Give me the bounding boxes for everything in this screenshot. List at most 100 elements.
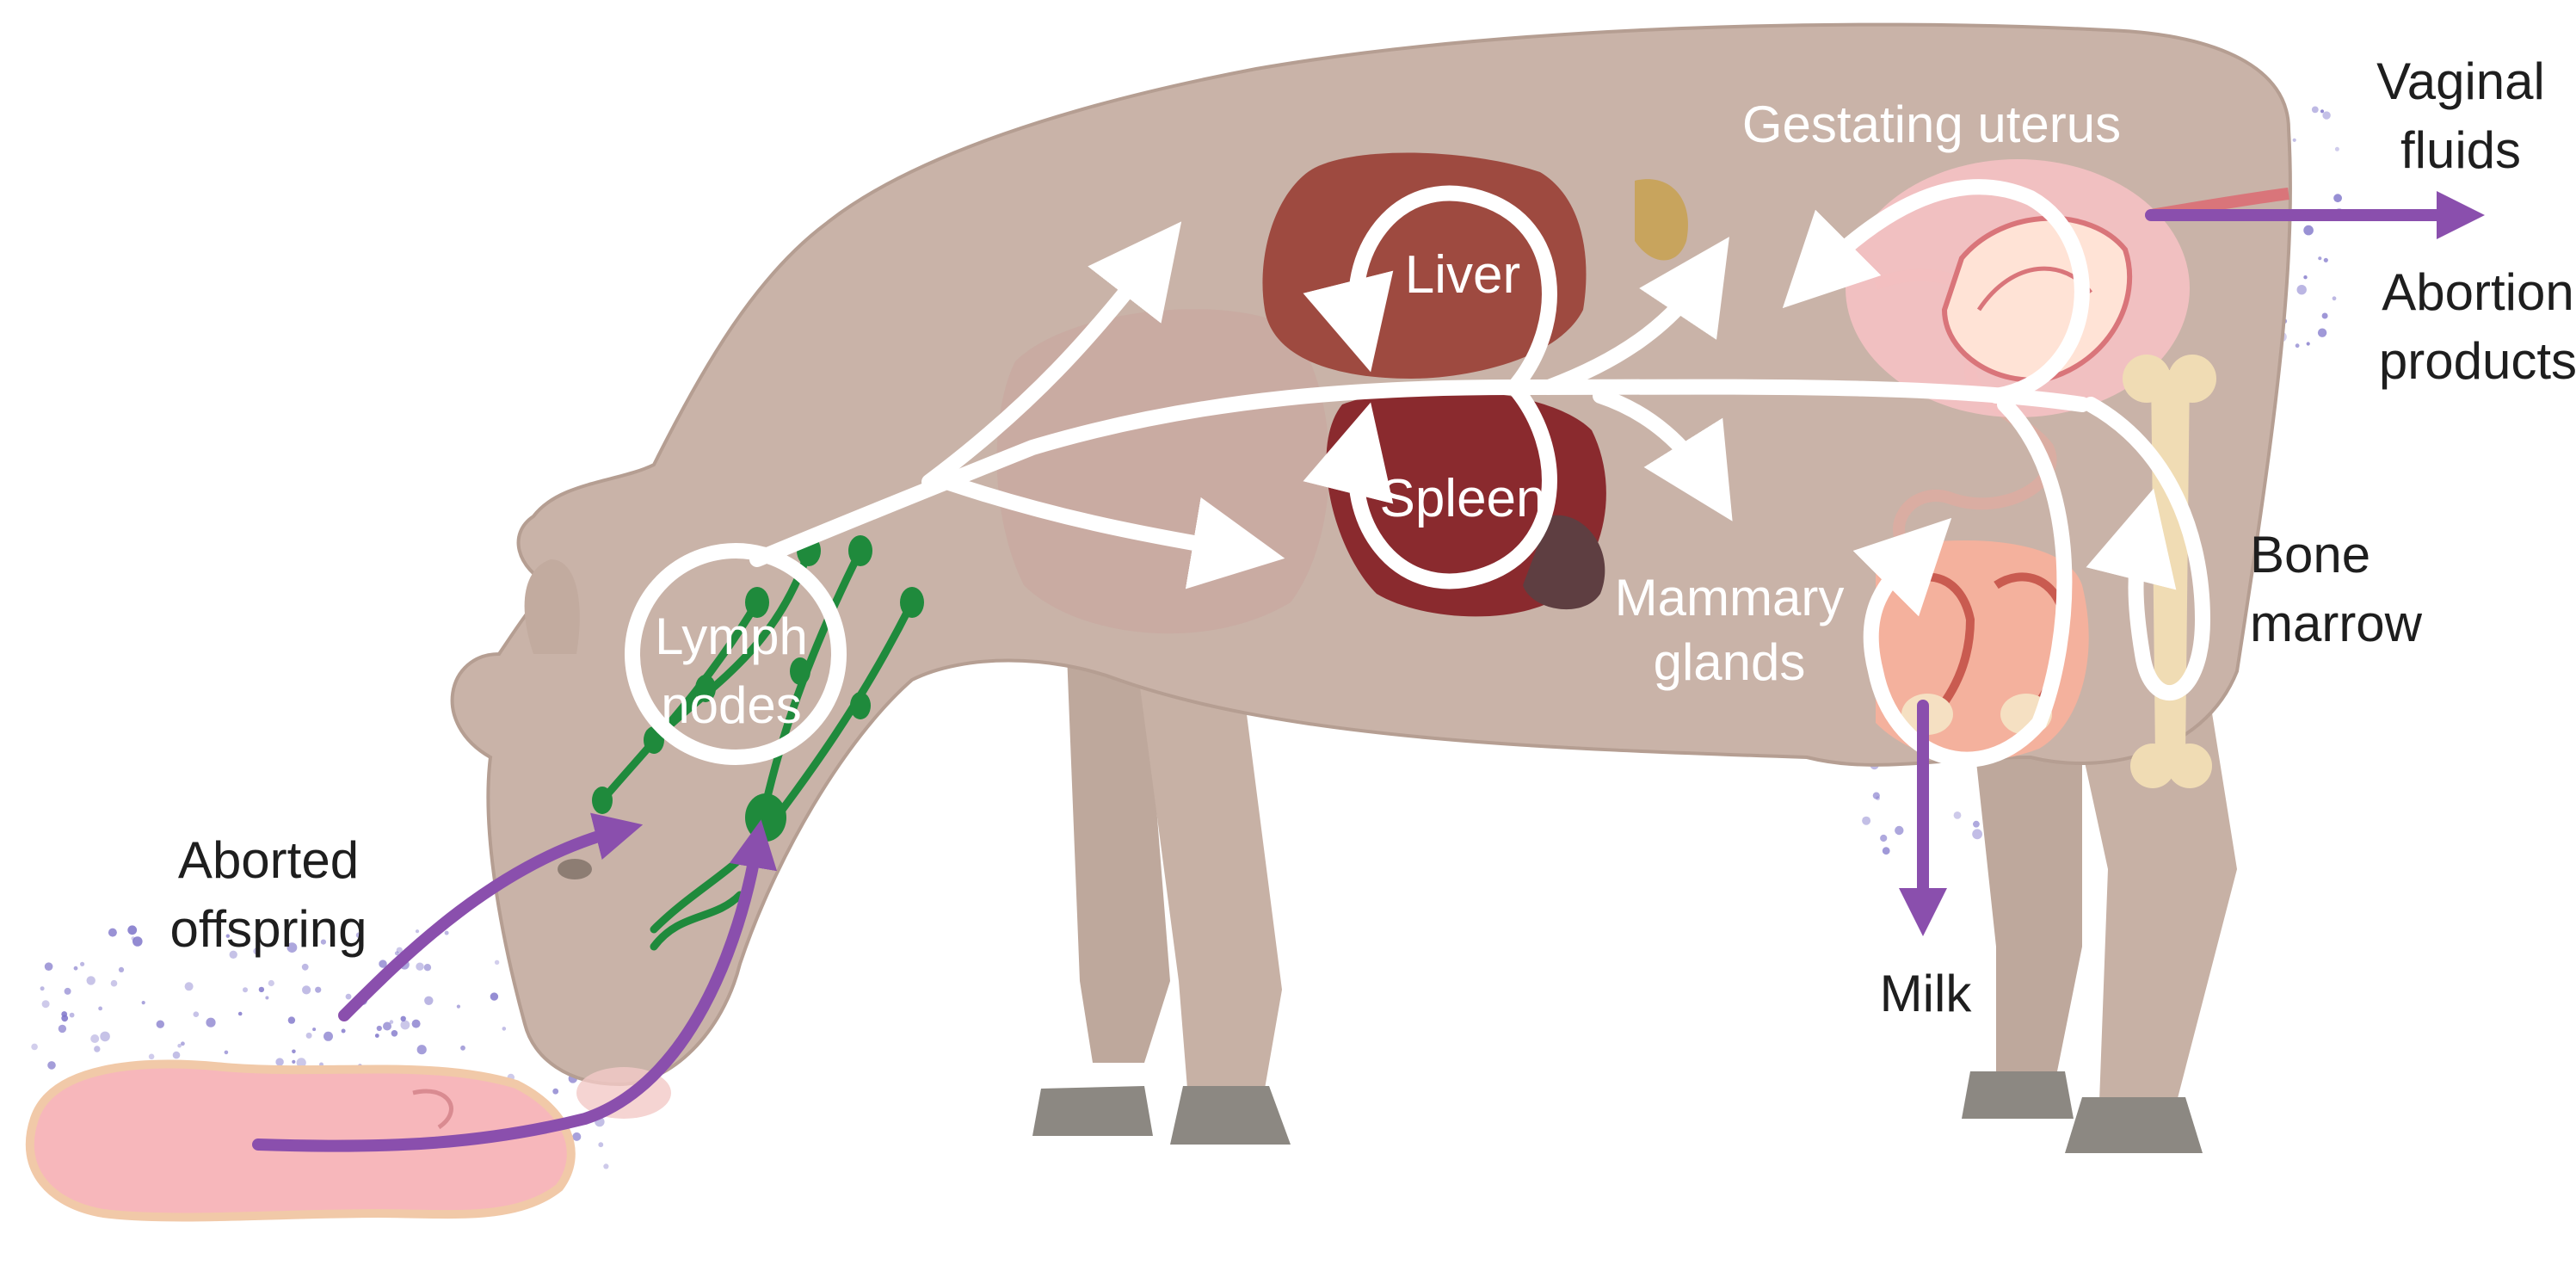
bacteria-particle <box>225 934 230 938</box>
bacteria-particle <box>172 1051 181 1059</box>
bacteria-particle <box>296 1058 306 1068</box>
bacteria-particle <box>1876 796 1881 801</box>
white-spread-pathways <box>625 179 2211 768</box>
bacteria-particle <box>2306 342 2310 346</box>
bacteria-particle <box>2295 343 2300 349</box>
bacteria-particle <box>411 1019 421 1028</box>
bacteria-particle <box>229 950 237 960</box>
label-bone-marrow-2: marrow <box>2250 595 2423 652</box>
bacteria-particle <box>64 987 71 995</box>
bacteria-particle <box>552 1088 559 1095</box>
bacteria-particle <box>118 966 125 972</box>
bacteria-particle <box>1895 825 1904 836</box>
bacteria-particle <box>2292 138 2296 142</box>
bacteria-particle <box>1973 820 1980 828</box>
liver-loop <box>1303 185 1557 395</box>
bacteria-particle <box>265 996 269 1000</box>
hoof <box>2065 1097 2203 1153</box>
rumen <box>996 309 1329 634</box>
bacteria-particle <box>572 1132 582 1141</box>
bacteria-particle <box>456 1004 461 1009</box>
cow-front-leg <box>1136 654 1282 1089</box>
bacteria-particle <box>603 1163 609 1169</box>
bacteria-particle <box>2333 194 2343 203</box>
bacteria-particle <box>58 1024 67 1034</box>
bacteria-particle <box>423 964 432 972</box>
spleen-loop <box>1303 380 1557 589</box>
bacteria-particle <box>424 996 434 1006</box>
bacteria-particle <box>2322 111 2331 120</box>
bacteria-particle <box>1880 834 1888 842</box>
label-gestating-uterus: Gestating uterus <box>1742 96 2121 153</box>
bacteria-particle <box>94 1046 101 1052</box>
bacteria-particle <box>31 1043 38 1051</box>
bacteria-particle <box>400 1020 410 1030</box>
bacteria-particle <box>376 1025 382 1032</box>
uterus-loop <box>1782 179 2090 404</box>
bacteria-particle <box>292 1049 296 1054</box>
bacteria-particle <box>90 1034 100 1043</box>
bacteria-particle <box>2303 225 2314 236</box>
arrow-to-lymph <box>252 819 778 1152</box>
bacteria-particle <box>237 1011 243 1016</box>
bacteria-particle <box>416 1045 427 1055</box>
bacteria-particle <box>415 929 420 934</box>
bacteria-particle <box>2311 106 2319 114</box>
bacteria-particle <box>258 986 265 993</box>
label-bone-marrow: Bone <box>2250 526 2370 583</box>
label-abortion-products-2: products <box>2379 332 2576 390</box>
bacteria-particle <box>1872 792 1880 799</box>
label-aborted-offspring: Aborted <box>178 831 359 889</box>
cow-eye <box>558 859 592 879</box>
bacteria-particle <box>184 982 194 991</box>
bacteria-particle <box>1953 811 1962 819</box>
bacteria-particle <box>148 1053 155 1060</box>
bacteria-particle <box>287 1016 296 1024</box>
mammary-loop <box>1852 397 2073 768</box>
bacteria-particle <box>73 966 78 971</box>
bacteria-particle <box>141 1001 145 1005</box>
label-mammary-glands-2: glands <box>1654 633 1806 691</box>
bacteria-particle <box>2334 146 2339 151</box>
bacteria-particle <box>490 992 499 1001</box>
bacteria-particle <box>243 987 248 993</box>
label-liver: Liver <box>1405 245 1520 305</box>
bacteria-particle <box>86 976 96 985</box>
bacteria-particle <box>374 1034 379 1038</box>
bacteria-particle <box>110 979 118 987</box>
bacteria-particle <box>400 1015 406 1022</box>
label-abortion-products: Abortion <box>2382 263 2573 321</box>
label-milk: Milk <box>1880 965 1973 1022</box>
cow-ear <box>524 559 580 654</box>
bacteria-particle <box>2332 296 2337 301</box>
label-spleen: Spleen <box>1379 469 1545 528</box>
bacteria-particle <box>302 985 311 995</box>
bacteria-particle <box>301 963 309 971</box>
hoof <box>1962 1071 2074 1119</box>
bacteria-particle <box>181 1041 185 1046</box>
bacteria-particle <box>598 1142 604 1148</box>
bacteria-particle <box>502 1027 507 1031</box>
bacteria-particle <box>379 960 387 968</box>
purple-shedding-arrows <box>252 191 2485 1152</box>
bacteria-particle <box>389 1020 394 1024</box>
bacteria-particle <box>355 932 362 938</box>
bacteria-particle <box>206 1017 216 1027</box>
label-vaginal-fluids-2: fluids <box>2400 121 2521 179</box>
bacteria-particle <box>80 961 85 966</box>
bacteria-particle <box>312 1027 317 1032</box>
bacteria-particle <box>1972 829 1983 840</box>
bacteria-particle <box>100 1031 110 1042</box>
bacteria-particle <box>2303 275 2308 280</box>
bacteria-particle <box>224 1050 229 1055</box>
spleen-lobe <box>1523 515 1605 610</box>
bacteria-particle <box>2320 109 2325 114</box>
bacteria-particle <box>193 1011 200 1017</box>
label-lymph-nodes-2: nodes <box>661 676 801 734</box>
lymph-loop <box>625 543 847 765</box>
bacteria-particle <box>131 936 135 941</box>
bacteria-particle <box>2296 285 2307 295</box>
bacteria-particle <box>444 930 449 935</box>
bacteria-particle <box>61 1011 68 1017</box>
